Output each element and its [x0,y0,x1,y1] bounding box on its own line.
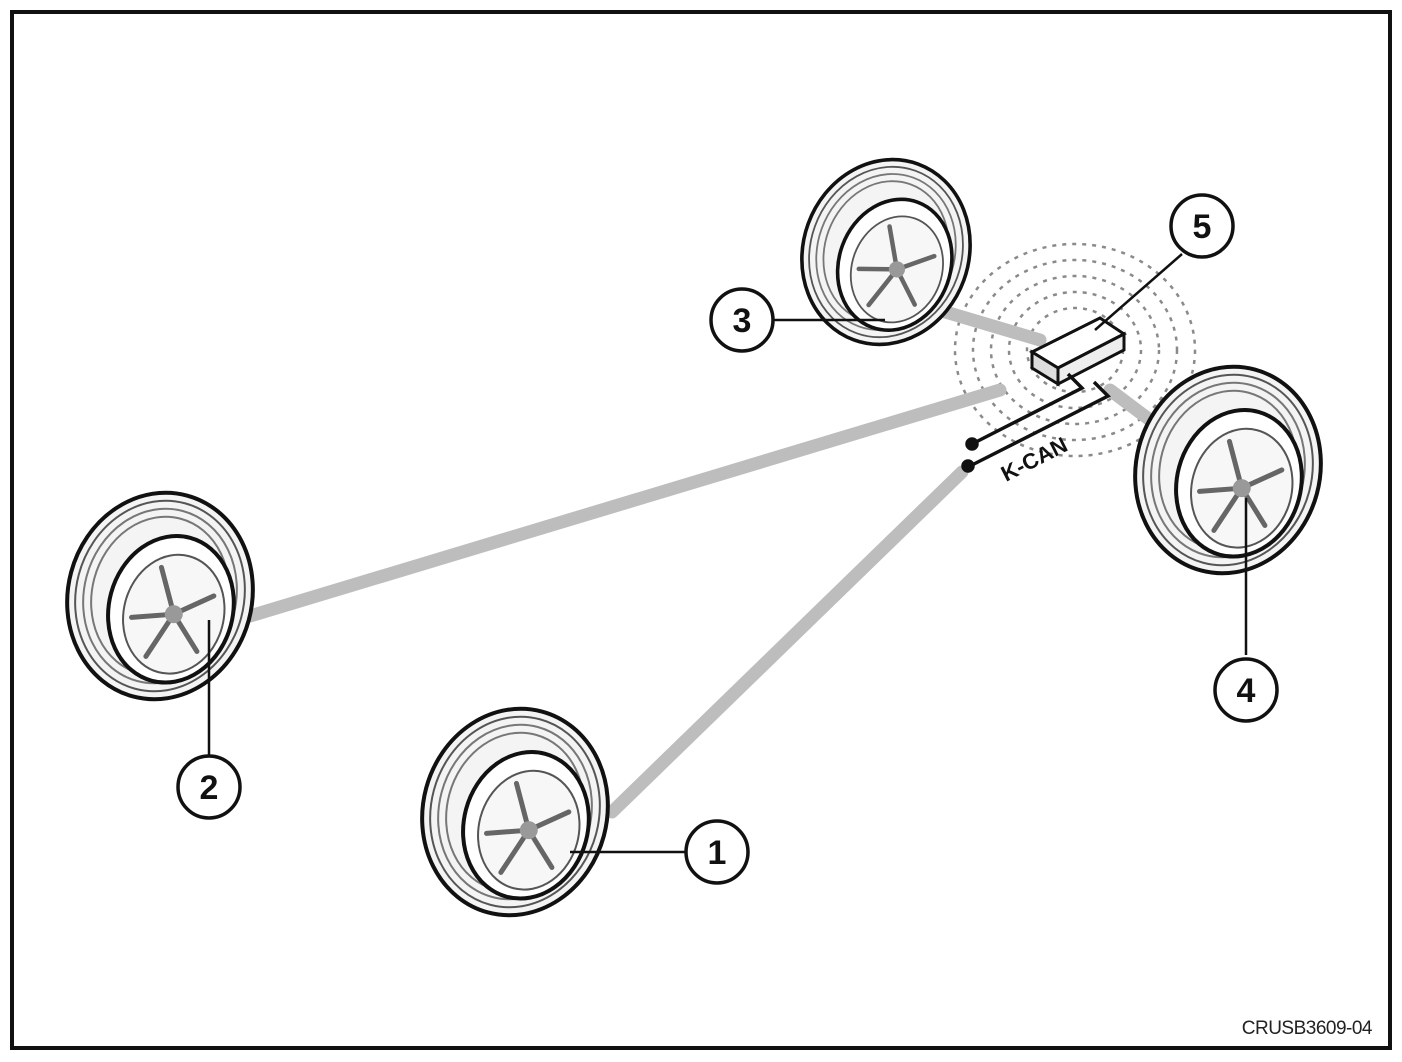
callout-2: 2 [176,754,242,820]
control-unit [1028,316,1127,387]
callout-1: 1 [684,819,750,885]
leader-lines [207,253,1248,854]
callout-2-label: 2 [200,769,219,807]
wheel-3 [776,136,996,369]
callout-1-label: 1 [708,834,727,872]
callout-3-label: 3 [733,302,752,340]
callout-4: 4 [1213,657,1279,723]
figure-id: CRUSB3609-04 [1241,1018,1373,1039]
wheel-1 [399,688,631,937]
callout-4-label: 4 [1237,672,1256,710]
signal-path-wheel-1 [605,465,969,819]
leader-line-5 [1094,253,1183,331]
k-can-bus [961,372,1111,473]
callout-5-label: 5 [1193,208,1212,246]
k-can-label: K-CAN [997,432,1072,486]
callout-5: 5 [1169,193,1235,259]
callout-3: 3 [709,287,775,353]
wheel-2 [44,472,276,721]
signal-path-wheel-2 [243,383,1007,623]
signal-paths [243,293,1237,819]
wheel-4 [1112,346,1344,595]
